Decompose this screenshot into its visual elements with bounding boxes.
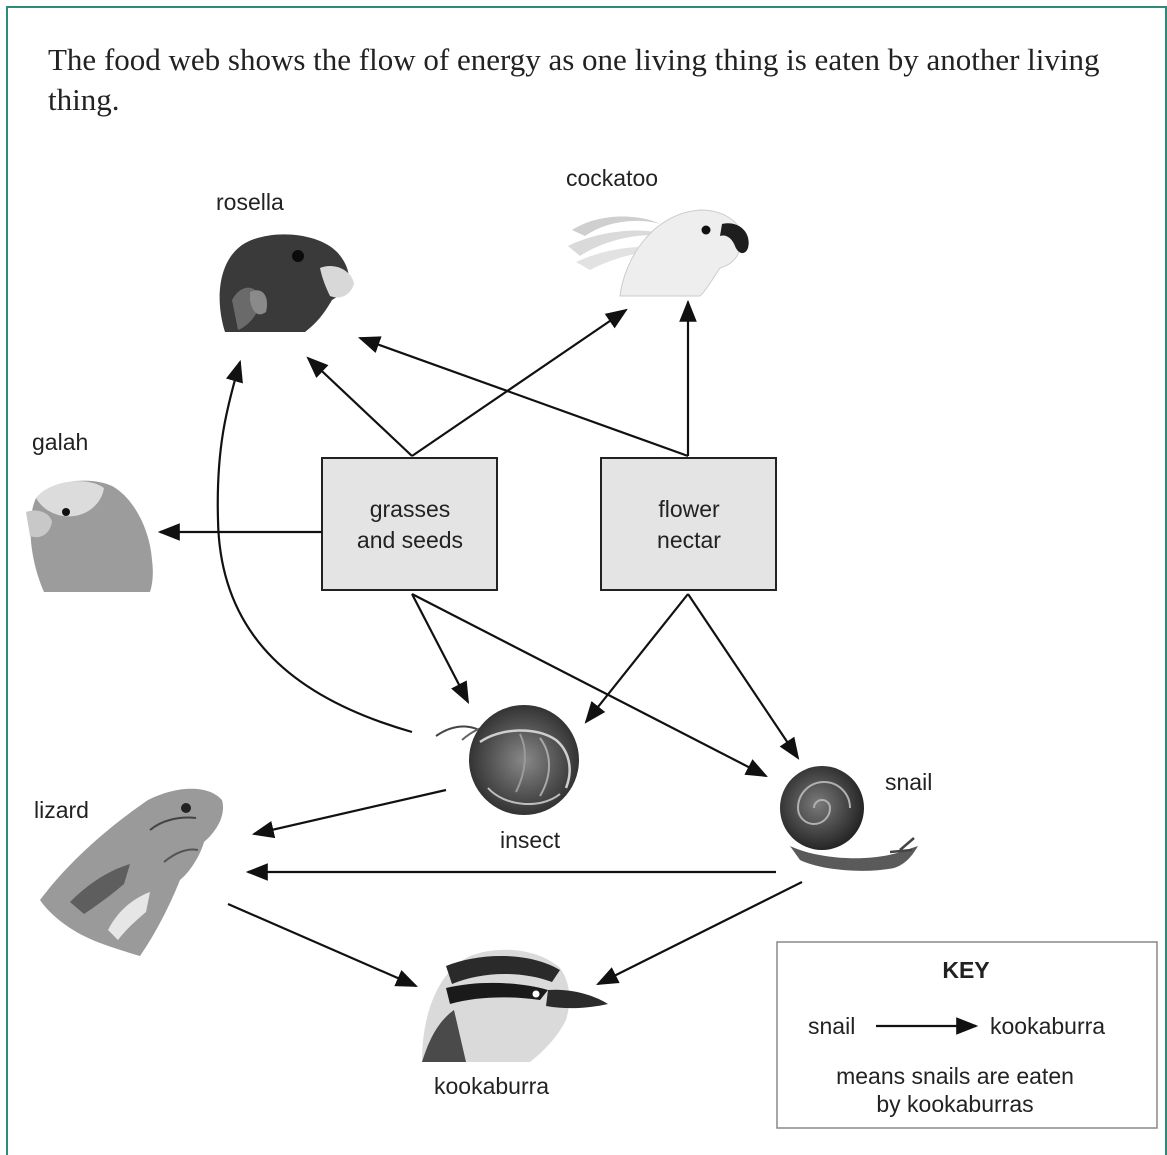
arrow-grasses-to-insect [411, 593, 470, 704]
nectar-label-line2: nectar [657, 527, 721, 553]
arrow-nectar-to-rosella [357, 336, 689, 458]
nectar-label-line1: flower [658, 496, 720, 522]
snail-image [780, 766, 918, 871]
arrow-insect-to-rosella [216, 359, 413, 734]
arrow-grasses-to-snail [411, 593, 768, 778]
arrow-grasses-to-cockatoo [411, 308, 628, 457]
insect-image [435, 705, 579, 815]
grasses-and-seeds-box: grasses and seeds [321, 457, 498, 591]
kookaburra-image [422, 949, 608, 1062]
key-description-line2: by kookaburras [876, 1091, 1033, 1117]
galah-image [26, 480, 153, 592]
key-from-label: snail [808, 1013, 855, 1039]
flower-nectar-box: flower nectar [600, 457, 777, 591]
arrow-grasses-to-rosella [306, 356, 413, 457]
galah-label: galah [32, 429, 88, 455]
cockatoo-label: cockatoo [566, 165, 658, 191]
lizard-image [40, 788, 224, 956]
page-frame [6, 6, 1167, 1155]
key-title: KEY [942, 957, 989, 983]
arrow-lizard-to-kookaburra [227, 902, 419, 988]
insect-label: insect [500, 827, 561, 853]
intro-text: The food web shows the flow of energy as… [48, 42, 1100, 117]
cockatoo-image [568, 209, 749, 297]
grasses-label-line1: grasses [370, 496, 451, 522]
key-description-line1: means snails are eaten [836, 1063, 1074, 1089]
arrow-insect-to-lizard [251, 788, 447, 839]
grasses-label-line2: and seeds [357, 527, 463, 553]
snail-label: snail [885, 769, 932, 795]
arrow-snail-to-kookaburra [596, 881, 803, 985]
key-to-label: kookaburra [990, 1013, 1105, 1039]
arrow-nectar-to-insect [584, 593, 689, 724]
rosella-image [218, 230, 354, 332]
lizard-label: lizard [34, 797, 89, 823]
arrow-nectar-to-snail [687, 593, 800, 760]
rosella-label: rosella [216, 189, 284, 215]
key-box: KEY snail kookaburra means snails are ea… [776, 941, 1158, 1129]
kookaburra-label: kookaburra [434, 1073, 549, 1099]
